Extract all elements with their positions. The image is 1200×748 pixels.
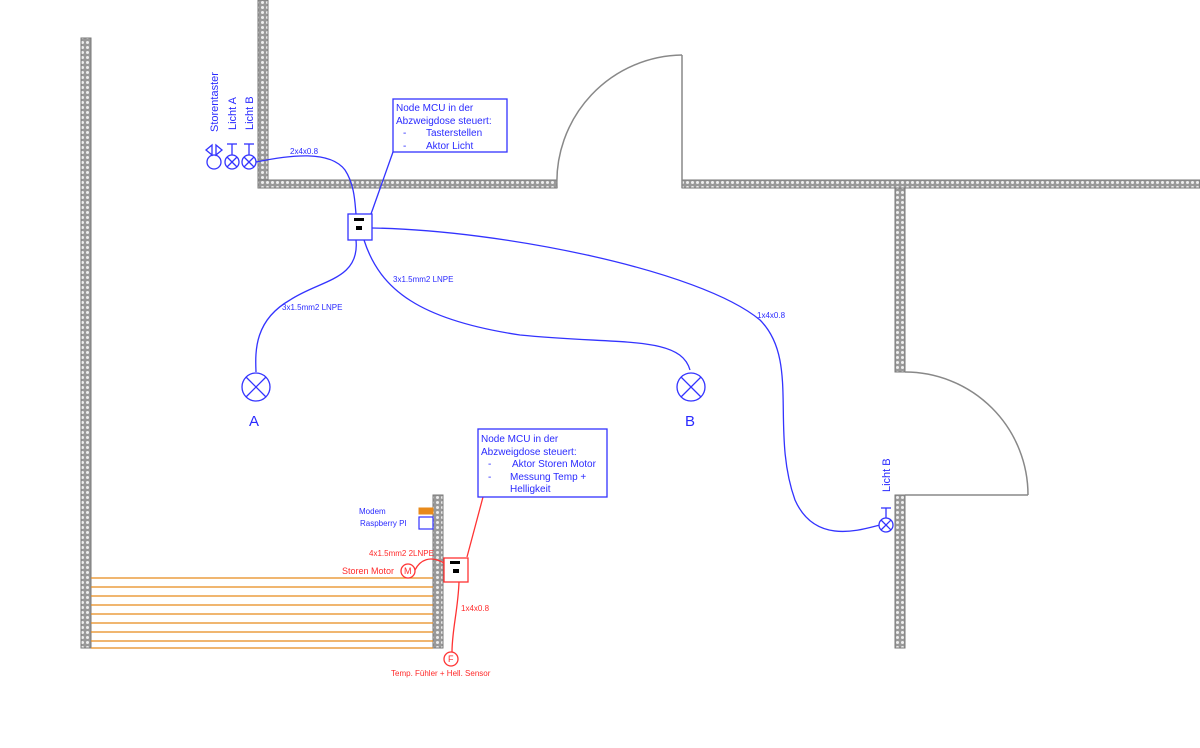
label-licht-b: Licht B (244, 96, 256, 130)
note-box-1: Node MCU in der Abzweigdose steuert: - T… (392, 98, 508, 153)
wire-lamp-b (363, 239, 691, 371)
motor-icon: M (400, 563, 416, 579)
note1-line2: Abzweigdose steuert: (396, 116, 492, 127)
lamp-b-icon (676, 372, 706, 402)
note2-item: Aktor Storen Motor (512, 459, 597, 470)
wire-motor (414, 558, 445, 571)
wire-lamp-a (255, 239, 357, 373)
label-licht-a: Licht A (227, 96, 239, 130)
note2-item: Messung Temp + (510, 472, 586, 483)
motor-symbol: M (404, 566, 412, 576)
junction-box-1 (347, 213, 373, 241)
cable-label: 2x4x0.8 (290, 147, 319, 156)
label-storentaster: Storentaster (209, 72, 221, 132)
cable-label: 4x1.5mm2 2LNPE (369, 549, 434, 558)
wall-small (432, 494, 444, 649)
note2-line2: Abzweigdose steuert: (481, 447, 577, 458)
note1-item: Aktor Licht (426, 141, 473, 152)
label-sensor: Temp. Fühler + Hell. Sensor (391, 669, 491, 678)
lamp-b-label: B (685, 413, 695, 430)
storentaster-icon (206, 154, 222, 170)
note1-line1: Node MCU in der (396, 103, 474, 114)
window-blinds (91, 577, 433, 649)
cable-label: 1x4x0.8 (757, 311, 786, 320)
sensor-symbol: F (448, 654, 454, 664)
doors (556, 54, 1029, 496)
label-storen-motor: Storen Motor (342, 566, 394, 576)
raspberry-pi-icon (418, 516, 434, 530)
cable-label: 3x1.5mm2 LNPE (393, 275, 453, 284)
note-box-2: Node MCU in der Abzweigdose steuert: - A… (477, 428, 608, 498)
wall-right-lower (894, 494, 906, 649)
label-raspberry: Raspberry PI (360, 519, 407, 528)
modem-icon (418, 507, 434, 515)
wall-horizontal-right (681, 179, 1200, 189)
junction-box-2 (443, 557, 469, 583)
switch-licht-b-right-icon (878, 507, 894, 533)
wire-switches (255, 155, 357, 215)
note2-item: Helligkeit (510, 484, 551, 495)
lamp-a-icon (241, 372, 271, 402)
cable-label: 3x1.5mm2 LNPE (282, 303, 342, 312)
note2-line1: Node MCU in der (481, 434, 559, 445)
wall-right-upper (894, 187, 906, 373)
switch-group (204, 143, 257, 170)
label-modem: Modem (359, 507, 386, 516)
note1-dash: - (403, 141, 406, 152)
note1-item: Tasterstellen (426, 128, 482, 139)
note1-dash: - (403, 128, 406, 139)
wall-horizontal-left (257, 179, 558, 189)
label-licht-b-right: Licht B (881, 458, 893, 492)
door-top-arc (556, 54, 683, 189)
wall-left (80, 37, 92, 649)
sensor-icon: F (443, 651, 459, 667)
leader-note2 (466, 496, 484, 558)
leader-note1 (370, 151, 394, 215)
lamp-a-label: A (249, 413, 259, 430)
note2-dash: - (488, 472, 491, 483)
wire-licht-b-right (371, 227, 881, 533)
cable-label: 1x4x0.8 (461, 604, 490, 613)
note2-dash: - (488, 459, 491, 470)
door-right-arc (904, 371, 1029, 496)
wire-sensor (451, 581, 460, 653)
